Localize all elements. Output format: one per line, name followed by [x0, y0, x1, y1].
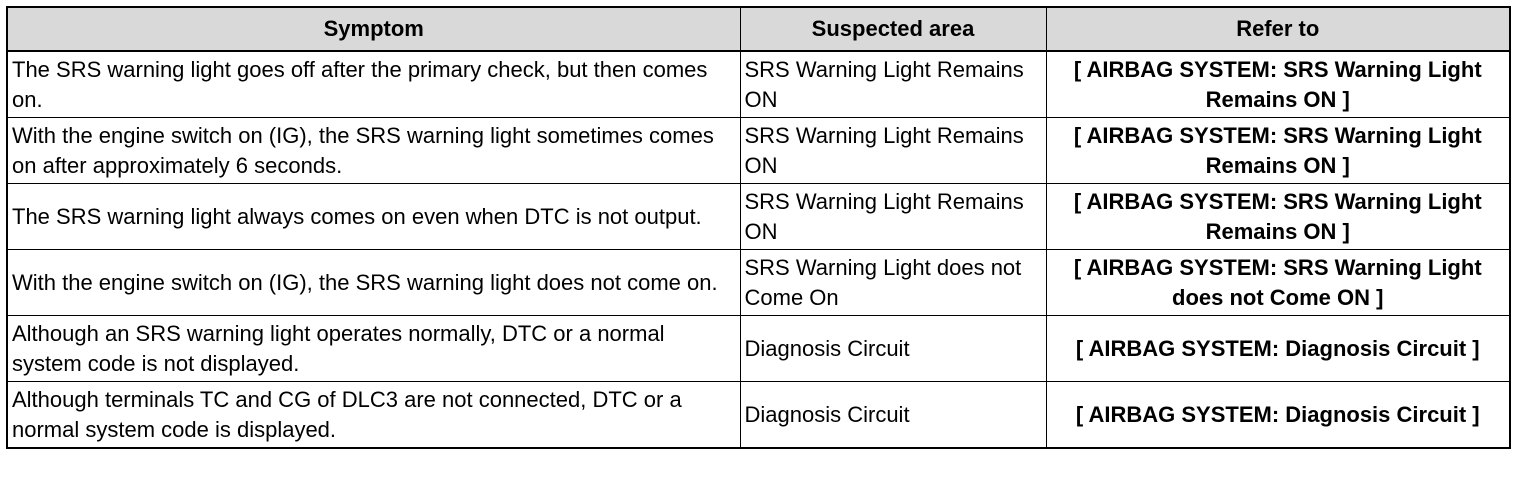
symptom-cell: The SRS warning light always comes on ev… — [6, 183, 741, 250]
table-row: The SRS warning light goes off after the… — [6, 50, 1511, 118]
symptom-table: Symptom Suspected area Refer to The SRS … — [6, 6, 1511, 449]
symptom-cell: Although an SRS warning light operates n… — [6, 315, 741, 382]
suspected-area-cell: SRS Warning Light Remains ON — [739, 183, 1047, 250]
refer-to-cell: [ AIRBAG SYSTEM: Diagnosis Circuit ] — [1045, 315, 1511, 382]
refer-to-cell: [ AIRBAG SYSTEM: SRS Warning Light Remai… — [1045, 50, 1511, 118]
refer-to-cell: [ AIRBAG SYSTEM: Diagnosis Circuit ] — [1045, 381, 1511, 449]
refer-to-cell: [ AIRBAG SYSTEM: SRS Warning Light Remai… — [1045, 117, 1511, 184]
refer-to-cell: [ AIRBAG SYSTEM: SRS Warning Light Remai… — [1045, 183, 1511, 250]
table-header-row: Symptom Suspected area Refer to — [6, 6, 1511, 52]
suspected-area-cell: Diagnosis Circuit — [739, 381, 1047, 449]
header-refer-to: Refer to — [1045, 6, 1511, 52]
symptom-cell: With the engine switch on (IG), the SRS … — [6, 249, 741, 316]
table-row: With the engine switch on (IG), the SRS … — [6, 249, 1511, 316]
suspected-area-cell: SRS Warning Light does not Come On — [739, 249, 1047, 316]
table-row: Although an SRS warning light operates n… — [6, 315, 1511, 382]
table-row: The SRS warning light always comes on ev… — [6, 183, 1511, 250]
header-suspected-area: Suspected area — [739, 6, 1047, 52]
table-row: With the engine switch on (IG), the SRS … — [6, 117, 1511, 184]
symptom-cell: Although terminals TC and CG of DLC3 are… — [6, 381, 741, 449]
table-row: Although terminals TC and CG of DLC3 are… — [6, 381, 1511, 449]
header-symptom: Symptom — [6, 6, 741, 52]
suspected-area-cell: SRS Warning Light Remains ON — [739, 117, 1047, 184]
refer-to-cell: [ AIRBAG SYSTEM: SRS Warning Light does … — [1045, 249, 1511, 316]
suspected-area-cell: Diagnosis Circuit — [739, 315, 1047, 382]
symptom-cell: The SRS warning light goes off after the… — [6, 50, 741, 118]
suspected-area-cell: SRS Warning Light Remains ON — [739, 50, 1047, 118]
symptom-cell: With the engine switch on (IG), the SRS … — [6, 117, 741, 184]
